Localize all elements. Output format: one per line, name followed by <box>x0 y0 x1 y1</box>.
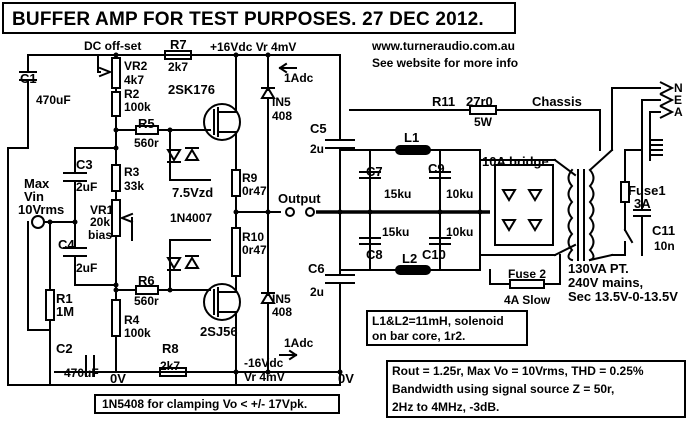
clamp-note-box: 1N5408 for clamping Vo < +/- 17Vpk. <box>94 394 340 414</box>
label-r2-val: 100k <box>124 100 151 114</box>
label-d2: IN5 <box>272 292 291 306</box>
website-note: See website for more info <box>372 56 519 70</box>
label-r2: R2 <box>124 87 140 101</box>
label-r6: R6 <box>138 273 155 288</box>
label-c8-val: 15ku <box>382 225 410 239</box>
label-chassis: Chassis <box>532 94 582 109</box>
label-pt-1: 130VA PT. <box>568 261 629 276</box>
label-supply-pos: +16Vdc Vr 4mV <box>210 40 297 54</box>
label-gnd-left: 0V <box>110 371 126 386</box>
label-c7-val: 15ku <box>384 187 412 201</box>
label-vzd: 7.5Vzd <box>172 185 214 200</box>
label-q2: 2SJ56 <box>200 324 238 339</box>
label-c1-val: 470uF <box>36 93 71 107</box>
diagram-title: BUFFER AMP FOR TEST PURPOSES. 27 DEC 201… <box>12 9 484 30</box>
website-url: www.turneraudio.com.au <box>372 39 515 53</box>
label-dc-offset: DC off-set <box>84 39 142 53</box>
label-r4-val: 100k <box>124 326 151 340</box>
label-mains-a: A <box>674 105 683 119</box>
label-l2: L2 <box>402 251 418 266</box>
label-c10-val: 10ku <box>446 225 474 239</box>
label-gnd-right: 0V <box>338 371 354 386</box>
label-c6: C6 <box>308 261 325 276</box>
label-d1: IN5 <box>272 95 291 109</box>
label-vr1-val: 20k <box>90 215 111 229</box>
label-r3-val: 33k <box>124 179 145 193</box>
clamp-note: 1N5408 for clamping Vo < +/- 17Vpk. <box>102 397 308 411</box>
label-r8-val: 2k7 <box>160 359 181 373</box>
label-q1: 2SK176 <box>168 82 215 97</box>
label-c9: C9 <box>428 161 445 176</box>
label-supply-neg-2: Vr 4mV <box>244 370 285 384</box>
title-box: BUFFER AMP FOR TEST PURPOSES. 27 DEC 201… <box>2 2 516 34</box>
label-r3: R3 <box>124 165 140 179</box>
label-c11: C11 <box>652 223 676 238</box>
label-d2-val: 408 <box>272 305 293 319</box>
label-c4-val: 2uF <box>76 261 98 275</box>
label-c8: C8 <box>366 247 383 262</box>
label-c10: C10 <box>422 247 446 262</box>
label-fuse1: Fuse1 <box>628 183 666 198</box>
label-iadc-bot: 1Adc <box>284 336 314 350</box>
label-r5: R5 <box>138 116 155 131</box>
label-r9-val: 0r47 <box>242 184 267 198</box>
label-l1: L1 <box>404 130 420 145</box>
label-vr2-val: 4k7 <box>124 73 145 87</box>
specs-note-box: Rout = 1.25r, Max Vo = 10Vrms, THD = 0.2… <box>386 360 686 418</box>
inductor-note-line-1: L1&L2=11mH, solenoid <box>372 314 504 328</box>
label-c3: C3 <box>76 157 93 172</box>
label-c11-val: 10n <box>654 239 675 253</box>
inductor-note-line-2: on bar core, 1r2. <box>372 329 466 343</box>
label-r9: R9 <box>242 171 258 185</box>
label-fuse1-val: 3A <box>634 196 651 211</box>
label-r11-power: 5W <box>474 115 492 129</box>
label-r11-val: 27r0 <box>466 94 493 109</box>
label-c1: C1 <box>20 71 37 86</box>
inductor-note-box: L1&L2=11mH, solenoid on bar core, 1r2. <box>366 310 528 346</box>
label-r5-val: 560r <box>134 136 159 150</box>
label-output: Output <box>278 191 321 206</box>
label-bridge: 10A bridge <box>482 154 549 169</box>
label-pt-3: Sec 13.5V-0-13.5V <box>568 289 678 304</box>
specs-line-1: Rout = 1.25r, Max Vo = 10Vrms, THD = 0.2… <box>392 364 644 378</box>
label-d1-val: 408 <box>272 109 293 123</box>
label-vr2: VR2 <box>124 59 148 73</box>
label-vin: Vin <box>24 189 44 204</box>
label-c6-val: 2u <box>310 285 325 299</box>
label-r10: R10 <box>242 230 265 244</box>
label-iadc-top: 1Adc <box>284 71 314 85</box>
label-c5: C5 <box>310 121 327 136</box>
label-c4: C4 <box>58 237 75 252</box>
label-fuse2: Fuse 2 <box>508 267 547 281</box>
label-mains-n: N <box>674 81 683 95</box>
label-max: Max <box>24 176 50 191</box>
label-mains-e: E <box>674 93 683 107</box>
label-c9-val: 10ku <box>446 187 474 201</box>
label-c2-val: 470uF <box>64 366 99 380</box>
label-r4: R4 <box>124 313 140 327</box>
label-fuse2-val: 4A Slow <box>504 293 551 307</box>
label-r6-val: 560r <box>134 294 159 308</box>
specs-line-2: Bandwidth using signal source Z = 50r, <box>392 382 615 396</box>
label-c2: C2 <box>56 341 73 356</box>
label-r11: R11 <box>432 94 456 109</box>
label-r10-val: 0r47 <box>242 243 267 257</box>
label-r7: R7 <box>170 37 187 52</box>
label-bias: bias <box>88 228 113 242</box>
label-c5-val: 2u <box>310 142 325 156</box>
label-r1: R1 <box>56 291 73 306</box>
label-supply-neg-1: -16Vdc <box>244 356 284 370</box>
label-r1-val: 1M <box>56 304 75 319</box>
label-vzd-part: 1N4007 <box>170 211 213 225</box>
label-r7-val: 2k7 <box>168 60 189 74</box>
label-pt-2: 240V mains, <box>568 275 644 290</box>
label-vrms: 10Vrms <box>18 202 65 217</box>
label-c7: C7 <box>366 164 383 179</box>
label-vr1: VR1 <box>90 203 114 217</box>
label-c3-val: 2uF <box>76 180 98 194</box>
specs-line-3: 2Hz to 4MHz, -3dB. <box>392 400 500 414</box>
label-r8: R8 <box>162 341 179 356</box>
